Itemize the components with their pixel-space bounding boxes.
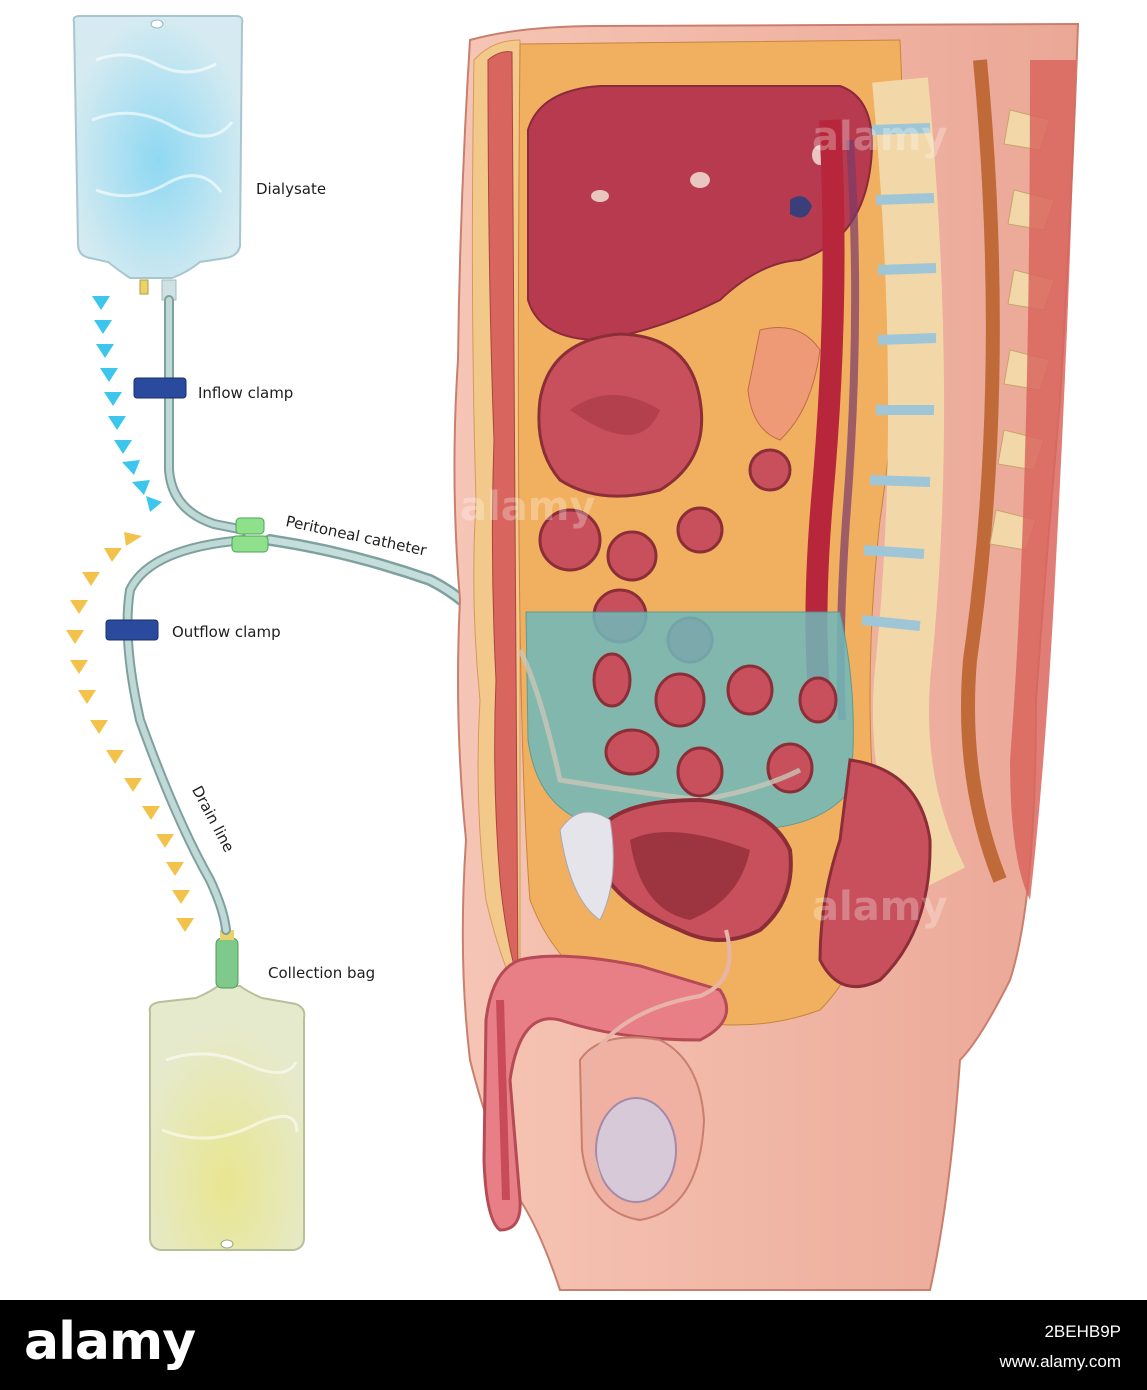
watermark: alamy — [812, 114, 947, 160]
site-url[interactable]: www.alamy.com — [999, 1352, 1121, 1371]
footer-bar: alamy 2BEHB9P www.alamy.com — [0, 1300, 1147, 1390]
label-dialysate: Dialysate — [256, 180, 327, 198]
y-connector — [231, 517, 269, 553]
watermark: alamy — [812, 884, 947, 930]
inflow-clamp-icon[interactable] — [133, 377, 187, 399]
label-outflow-clamp: Outflow clamp — [172, 623, 281, 641]
abdominal-cross-section — [453, 22, 1080, 1291]
outflow-arrows — [66, 532, 194, 932]
collection-bag — [148, 930, 306, 1251]
watermark: alamy — [460, 484, 595, 530]
outflow-clamp-icon[interactable] — [105, 619, 159, 641]
label-inflow-clamp: Inflow clamp — [198, 384, 294, 402]
image-id: 2BEHB9P — [1044, 1322, 1121, 1341]
label-collection-bag: Collection bag — [268, 964, 376, 982]
peritoneal-dialysis-diagram: alamy alamy alamy — [66, 15, 1080, 1291]
brand-logo[interactable]: alamy — [24, 1312, 196, 1372]
inflow-arrows — [92, 296, 162, 512]
dialysate-bag — [72, 15, 244, 301]
